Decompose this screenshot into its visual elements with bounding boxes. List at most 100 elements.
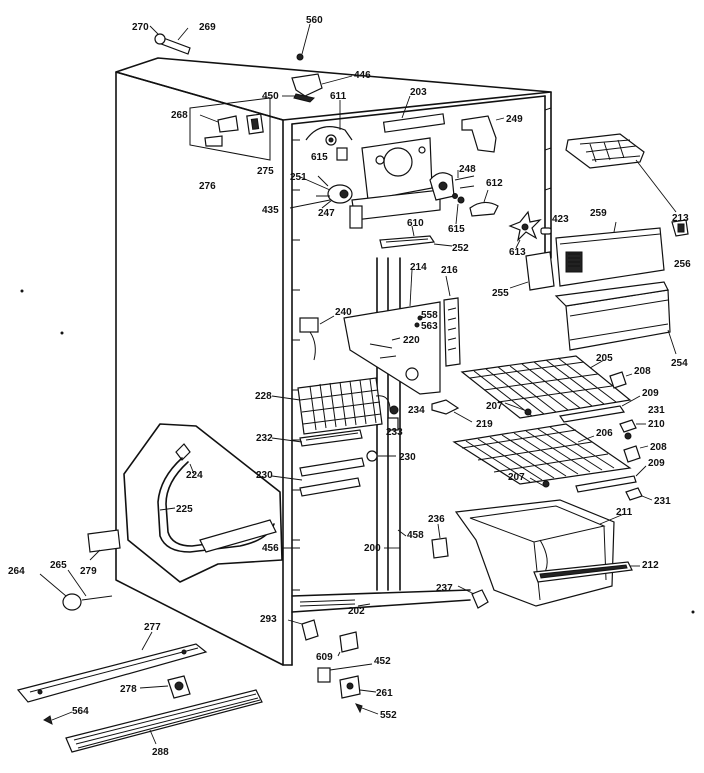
part-216-duct [443,275,461,367]
label-552: 552 [380,710,397,721]
label-230-left: 230 [256,470,273,481]
part-208b-209b-231-supports [542,445,653,501]
label-293: 293 [260,614,277,625]
label-259: 259 [590,208,607,219]
label-220: 220 [403,335,420,346]
label-240: 240 [335,307,352,318]
label-288: 288 [152,747,169,758]
part-236-hinge [431,523,449,559]
part-254-freezer-shelf [554,281,677,355]
part-259-freezer-shelf-front [555,221,665,287]
label-423: 423 [552,214,569,225]
part-612-fan-bracket [469,189,499,217]
label-233: 233 [386,427,403,438]
label-209-upper: 209 [642,388,659,399]
label-211: 211 [616,507,633,518]
label-612: 612 [486,178,503,189]
part-615-screws [452,193,465,225]
label-610: 610 [407,218,424,229]
part-234-clip [389,405,399,415]
part-277-base-rail [16,631,208,703]
label-435: 435 [262,205,279,216]
part-252-damper [379,235,453,249]
part-232-heater [271,429,363,447]
part-251-evap-motor [289,175,353,209]
part-219-drain-plug [431,399,473,423]
part-240-switch [299,315,335,361]
label-268: 268 [171,110,188,121]
part-558-563-screws [414,315,423,328]
label-279: 279 [80,566,97,577]
part-211-crisper-pan [454,499,625,607]
part-613-fan-blade [508,210,542,249]
part-269-hinge-pin [149,25,191,55]
part-205-shelf-upper [460,355,632,419]
label-230-right: 230 [399,452,416,463]
label-446: 446 [354,70,371,81]
part-278-roller [139,675,191,699]
part-208-209-210-supports [524,371,646,440]
part-202-bottom-rail [357,603,371,607]
label-205: 205 [596,353,613,364]
label-213: 213 [672,213,689,224]
label-615-upper: 615 [311,152,328,163]
part-256-clip [671,219,689,237]
label-609: 609 [316,652,333,663]
part-212-crisper-cover-front [533,561,640,583]
label-247: 247 [318,208,335,219]
label-251: 251 [290,172,307,183]
label-208-upper: 208 [634,366,651,377]
label-200: 200 [364,543,381,554]
part-288-base-grille [65,689,263,753]
label-224: 224 [186,470,203,481]
part-609-roller [337,631,359,657]
label-219: 219 [476,419,493,430]
label-231-lower: 231 [654,496,671,507]
part-255-cover [509,251,555,291]
label-277: 277 [144,622,161,633]
part-249-bracket [461,115,505,153]
label-214: 214 [410,262,427,273]
label-264: 264 [8,566,25,577]
label-216: 216 [441,265,458,276]
label-255: 255 [492,288,509,299]
label-232: 232 [256,433,273,444]
part-610-screw [411,225,415,237]
label-611: 611 [330,91,347,102]
label-450: 450 [262,91,279,102]
label-249: 249 [506,114,523,125]
label-563: 563 [421,321,438,332]
part-230-drain-trough [271,450,396,497]
label-234: 234 [408,405,425,416]
part-560-cap [296,23,311,61]
part-279-bracket [87,529,121,561]
label-231-upper: 231 [648,405,665,416]
label-203: 203 [410,87,427,98]
label-207-lower: 207 [508,472,525,483]
label-225: 225 [176,504,193,515]
label-276: 276 [199,181,216,192]
label-613: 613 [509,247,526,258]
label-615-lower: 615 [448,224,465,235]
part-611-control-knob [305,100,353,161]
part-214-evaporator-cover [343,269,441,395]
part-number-labels: 270 269 560 446 450 611 203 268 249 615 … [8,15,691,758]
label-256: 256 [674,259,691,270]
label-207-upper: 207 [486,401,503,412]
label-265: 265 [50,560,67,571]
label-228: 228 [255,391,272,402]
label-456: 456 [262,543,279,554]
label-248: 248 [459,164,476,175]
label-237: 237 [436,583,453,594]
part-228-evaporator-coil [271,377,391,435]
part-237-screw [457,585,489,609]
label-210: 210 [648,419,665,430]
part-248-thermostat [429,170,475,201]
part-233-bracket [387,417,399,431]
label-452: 452 [374,656,391,667]
label-212: 212 [642,560,659,571]
label-558: 558 [421,310,438,321]
part-446-light-socket [282,73,353,103]
